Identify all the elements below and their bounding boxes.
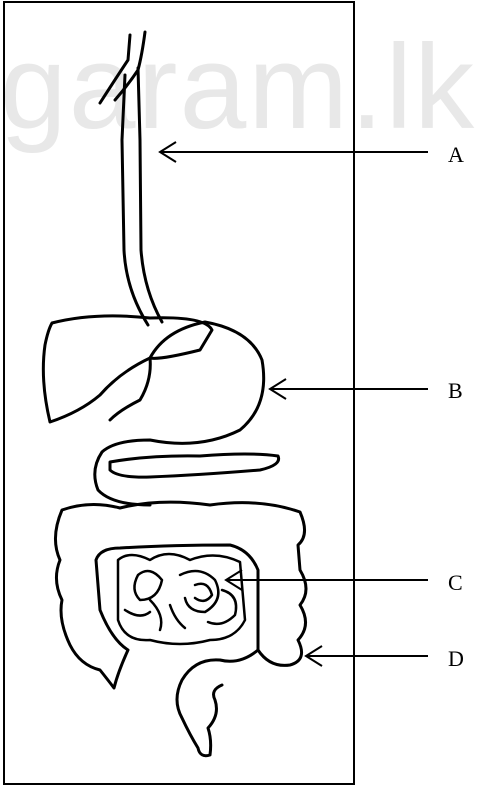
arrow-c: [226, 570, 428, 590]
arrow-b: [270, 379, 428, 399]
label-a: A: [448, 144, 464, 166]
small-intestine: [118, 554, 245, 644]
stomach: [95, 322, 264, 505]
pointer-arrows: [160, 142, 428, 666]
label-d: D: [448, 648, 464, 670]
diagram-frame: [4, 2, 354, 784]
large-intestine: [55, 502, 306, 688]
label-b: B: [448, 380, 463, 402]
label-c: C: [448, 572, 463, 594]
esophagus: [100, 32, 162, 325]
rectum: [177, 650, 258, 756]
arrow-a: [160, 142, 428, 162]
arrow-d: [306, 646, 428, 666]
pancreas: [110, 454, 279, 477]
